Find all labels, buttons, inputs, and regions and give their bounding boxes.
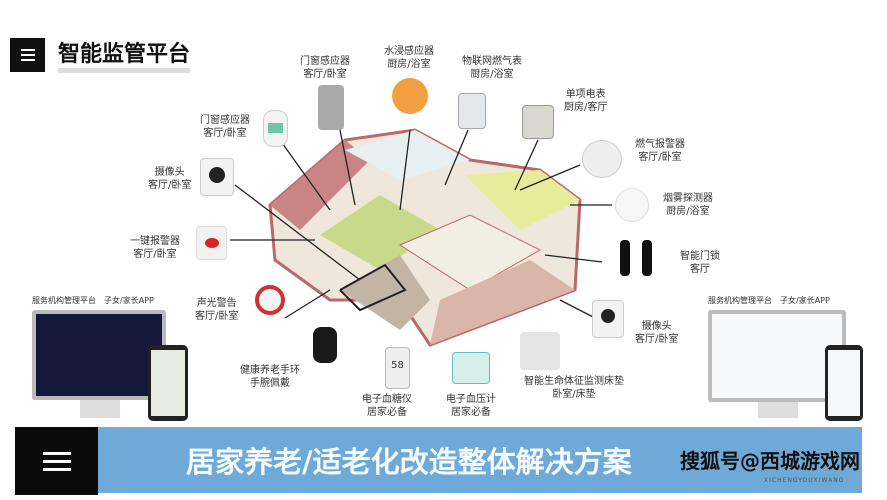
- gas-meter-device: [458, 93, 486, 129]
- phone-right: [825, 345, 863, 421]
- monitor-stand: [758, 402, 798, 418]
- device-label: 声光警告客厅/卧室: [195, 298, 239, 322]
- menu-icon[interactable]: [10, 38, 45, 72]
- device-label: 电子血压计居家必备: [446, 394, 496, 418]
- phone-left: [148, 345, 188, 421]
- panic-button-device: [196, 226, 227, 260]
- health-band-device: [313, 327, 337, 363]
- device-label: 智能门锁客厅: [680, 251, 720, 275]
- smart-lock-device: [620, 240, 630, 276]
- device-label: 单项电表厨房/客厅: [564, 89, 608, 113]
- device-label: 烟雾探测器厨房/浴室: [663, 193, 713, 217]
- platform-label-right: 服务机构管理平台 子女/家长APP: [708, 296, 830, 305]
- platform-label-left: 服务机构管理平台 子女/家长APP: [32, 296, 154, 305]
- device-label: 智能生命体征监测床垫卧室/床垫: [524, 376, 624, 400]
- device-label: 燃气报警器客厅/卧室: [635, 139, 685, 163]
- page-title: 智能监管平台: [58, 42, 191, 67]
- blood-pressure-device: [452, 352, 490, 384]
- monitor-right: [708, 310, 846, 402]
- sleep-mattress-device: [520, 332, 560, 370]
- device-label: 摄像头客厅/卧室: [148, 167, 192, 191]
- menu-icon[interactable]: [15, 427, 98, 495]
- window-sensor-device: [263, 110, 288, 147]
- glucose-meter-device: 58: [385, 347, 410, 389]
- camera-device: [200, 158, 234, 196]
- monitor-stand: [80, 400, 120, 418]
- title-underline: [58, 68, 190, 73]
- device-label: 水浸感应器厨房/浴室: [384, 46, 434, 70]
- device-label: 物联网燃气表厨房/浴室: [462, 56, 522, 80]
- device-label: 一键报警器客厅/卧室: [130, 236, 180, 260]
- watermark-sub: XICHENGYOUXIWANG: [764, 477, 845, 484]
- device-label: 健康养老手环手腕佩戴: [240, 365, 300, 389]
- monitor-left: [32, 310, 166, 400]
- electric-meter-device: [522, 105, 554, 139]
- device-label: 电子血糖仪居家必备: [362, 394, 412, 418]
- watermark: 搜狐号@西城游戏网: [680, 449, 860, 473]
- sound-light-alarm-device: [255, 285, 285, 315]
- water-sensor-device: [392, 78, 428, 114]
- smart-lock-device: [642, 240, 652, 276]
- solution-banner: 居家养老/适老化改造整体解决方案: [98, 427, 862, 493]
- device-label: 门窗感应器客厅/卧室: [200, 115, 250, 139]
- gas-alarm-device: [582, 140, 622, 178]
- device-label: 摄像头客厅/卧室: [635, 321, 679, 345]
- door-sensor-device: [318, 85, 344, 130]
- smoke-detector-device: [615, 188, 649, 222]
- device-label: 门窗感应器客厅/卧室: [300, 56, 350, 80]
- camera-device: [592, 300, 624, 338]
- banner-title: 居家养老/适老化改造整体解决方案: [186, 445, 632, 479]
